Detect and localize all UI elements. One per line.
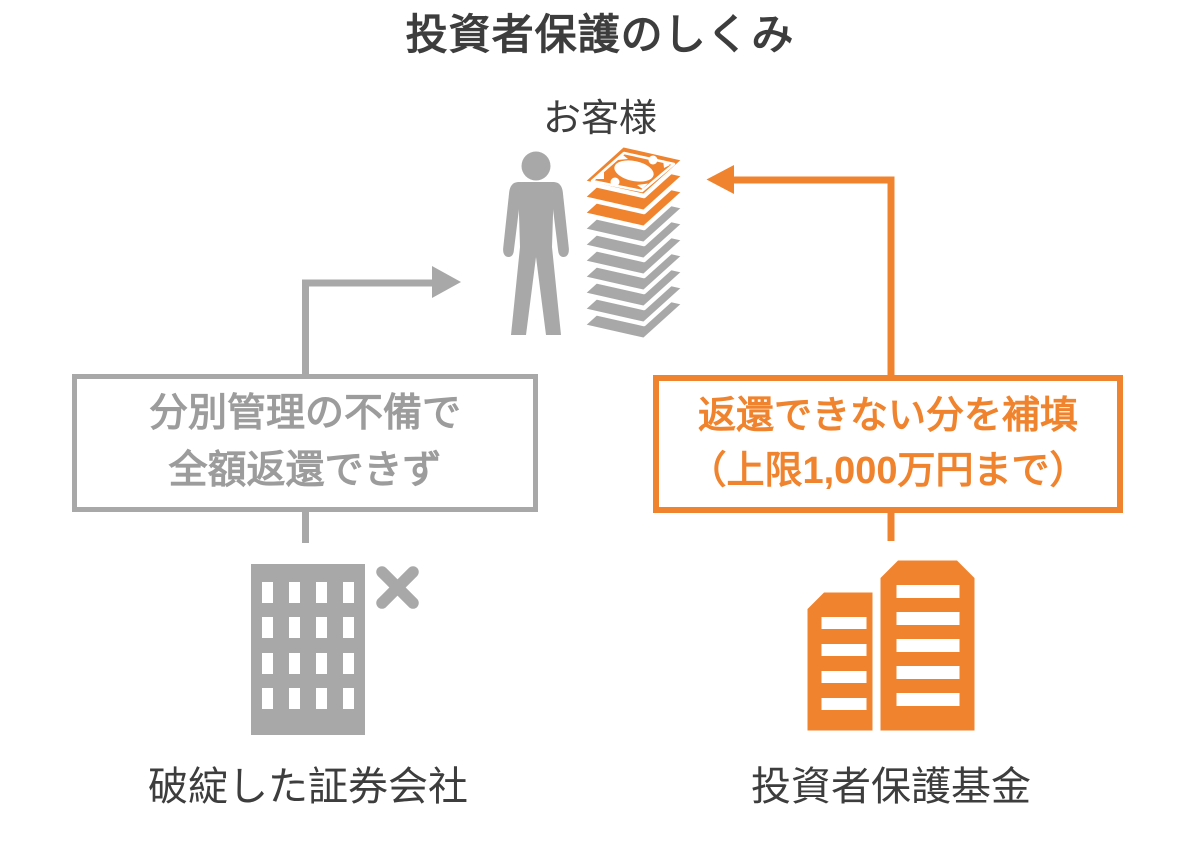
separation-failure-line2: 全額返還できず <box>168 449 442 492</box>
separation-failure-line1: 分別管理の不備で <box>148 392 461 436</box>
diagram-title: 投資者保護のしくみ <box>405 11 795 58</box>
customer-label: お客様 <box>542 98 657 140</box>
cross-icon <box>376 566 419 609</box>
compensation-line1: 返還できない分を補填 <box>697 394 1078 437</box>
failed-broker-building-icon <box>251 564 365 735</box>
compensation-box: 返還できない分を補填 （上限1,000万円まで） <box>653 375 1123 513</box>
protection-fund-label: 投資者保護基金 <box>751 765 1031 809</box>
separation-failure-box: 分別管理の不備で 全額返還できず <box>72 374 538 512</box>
banknote-face-detail <box>590 151 676 193</box>
person-icon <box>503 151 569 335</box>
banknote-stack-icon <box>582 145 685 340</box>
compensation-line2: （上限1,000万円まで） <box>688 450 1088 492</box>
failed-broker-label: 破綻した証券会社 <box>148 765 468 809</box>
protection-fund-buildings-icon <box>802 555 980 736</box>
